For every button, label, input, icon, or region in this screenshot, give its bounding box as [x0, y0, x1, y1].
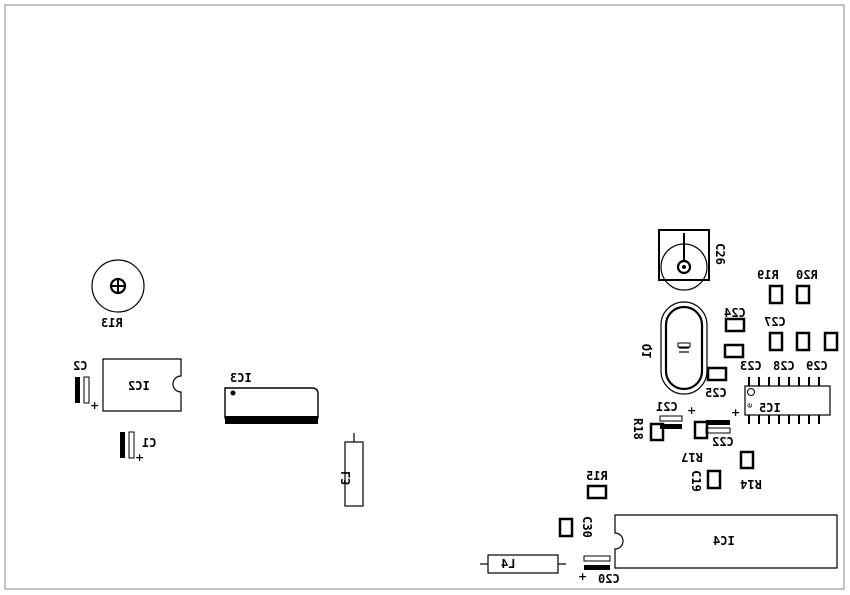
label-c24: C24: [724, 306, 746, 320]
label-l3: L3: [339, 471, 353, 485]
label-c29: C29: [806, 359, 828, 373]
label-ic5: IC5: [759, 401, 781, 415]
component-c28-pad[interactable]: [795, 331, 811, 352]
pin1-mark-ic5: e: [745, 403, 754, 408]
component-l4[interactable]: L4: [480, 554, 566, 574]
label-r20: R20: [796, 268, 818, 282]
component-ic5[interactable]: e IC5: [744, 377, 831, 424]
label-ic4: IC4: [713, 534, 735, 548]
label-c20: C20: [598, 572, 620, 586]
label-r19: R19: [757, 268, 779, 282]
label-r18: R18: [631, 418, 645, 440]
component-q1[interactable]: Q1: [640, 301, 708, 395]
label-r13: R13: [101, 316, 123, 330]
component-c2[interactable]: C2 +: [73, 359, 99, 412]
component-r18[interactable]: R18: [631, 418, 665, 442]
label-r14: R14: [740, 477, 762, 491]
label-l4: L4: [501, 557, 515, 571]
component-c22[interactable]: + C22: [705, 406, 740, 449]
component-c21[interactable]: C21 +: [656, 400, 696, 429]
component-r13[interactable]: R13: [91, 259, 145, 330]
component-r15[interactable]: R15: [586, 469, 608, 500]
component-c20[interactable]: + C20: [578, 555, 620, 586]
label-c30: C30: [580, 516, 594, 538]
component-r17[interactable]: R17: [681, 420, 709, 464]
label-ic3: IC3: [230, 371, 252, 385]
label-c27: C27: [764, 315, 786, 329]
component-ic2[interactable]: IC2: [102, 358, 182, 412]
board-outline: [4, 4, 845, 590]
component-c29-pad[interactable]: [823, 331, 839, 352]
label-c23: C23: [740, 359, 762, 373]
component-r14[interactable]: R14: [739, 450, 762, 491]
component-c1[interactable]: + C1: [120, 431, 156, 464]
component-r20[interactable]: R20: [795, 268, 818, 305]
component-r19[interactable]: R19: [757, 268, 784, 305]
polarity-c20: +: [578, 570, 587, 583]
component-c23[interactable]: C23: [723, 343, 762, 373]
component-c25[interactable]: C25: [705, 366, 728, 400]
label-r15: R15: [586, 469, 608, 483]
component-c27[interactable]: C27: [764, 315, 786, 352]
component-c30[interactable]: C30: [558, 516, 594, 538]
component-l3[interactable]: L3: [339, 433, 364, 507]
label-r17: R17: [681, 450, 703, 464]
component-c19[interactable]: C19: [689, 469, 722, 492]
label-c26: C26: [713, 243, 727, 265]
label-q1: Q1: [640, 344, 654, 358]
label-c19: C19: [689, 470, 703, 492]
component-ic4[interactable]: IC4: [614, 514, 838, 569]
label-ic2: IC2: [128, 379, 150, 393]
component-c26[interactable]: C26: [658, 229, 727, 291]
label-c21: C21: [656, 400, 678, 414]
polarity-c21: +: [687, 404, 696, 417]
label-c28: C28: [773, 359, 795, 373]
polarity-c1: +: [135, 451, 144, 464]
component-ic3[interactable]: IC3: [224, 371, 319, 424]
label-c25: C25: [705, 386, 727, 400]
polarity-c2: +: [90, 399, 99, 412]
label-c2: C2: [73, 359, 87, 373]
polarity-c22: +: [731, 406, 740, 419]
label-c22: C22: [712, 435, 734, 449]
component-c24[interactable]: C24: [724, 306, 746, 333]
label-c1: C1: [142, 436, 156, 450]
